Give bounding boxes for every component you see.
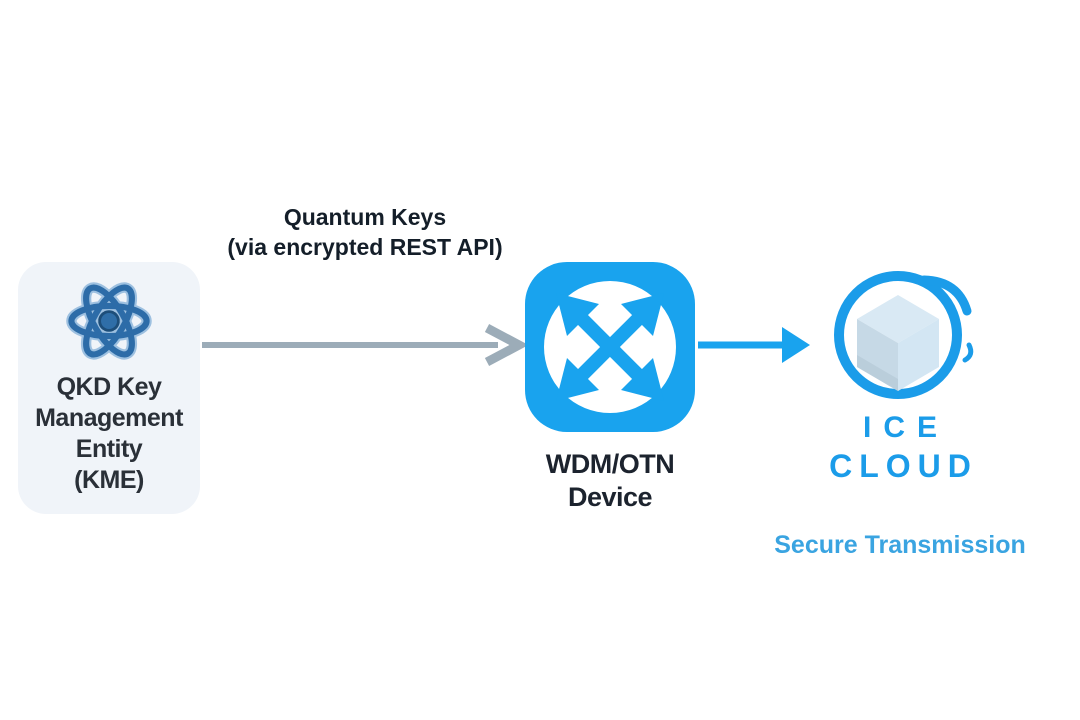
wdm-label: WDM/OTN Device bbox=[545, 448, 675, 514]
kme-label-line: Management bbox=[35, 404, 183, 432]
node-ice-cloud: ICE CLOUD Secure Transmission bbox=[774, 263, 1026, 558]
ice-cube-circle-logo bbox=[834, 271, 974, 399]
quantum-link-label-line: Quantum Keys bbox=[283, 204, 447, 230]
ice-cube-icon bbox=[857, 295, 939, 391]
quantum-link-label-line: (via encrypted REST API) bbox=[227, 234, 503, 260]
node-kme: QKD Key Management Entity (KME) bbox=[18, 262, 200, 514]
quantum-link-label: Quantum Keys (via encrypted REST API) bbox=[195, 202, 535, 262]
kme-label-line: QKD Key bbox=[56, 373, 162, 401]
ice-cloud-brand-line2: CLOUD bbox=[829, 448, 978, 484]
secure-transmission-caption: Secure Transmission bbox=[774, 531, 1026, 559]
wdm-label-line: WDM/OTN bbox=[545, 449, 675, 479]
node-wdm-otn: WDM/OTN Device bbox=[525, 262, 695, 514]
arrow-kme-to-wdm-icon bbox=[202, 324, 526, 366]
arrow-wdm-to-cloud-icon bbox=[698, 327, 810, 363]
kme-label-line: Entity bbox=[75, 435, 143, 463]
atom-icon bbox=[66, 282, 152, 360]
cross-connect-arrows-icon bbox=[525, 262, 695, 432]
ice-cloud-brand-line1: ICE bbox=[862, 411, 949, 444]
kme-label-line: (KME) bbox=[74, 466, 144, 494]
wdm-label-line: Device bbox=[567, 482, 653, 512]
kme-label: QKD Key Management Entity (KME) bbox=[35, 372, 183, 496]
